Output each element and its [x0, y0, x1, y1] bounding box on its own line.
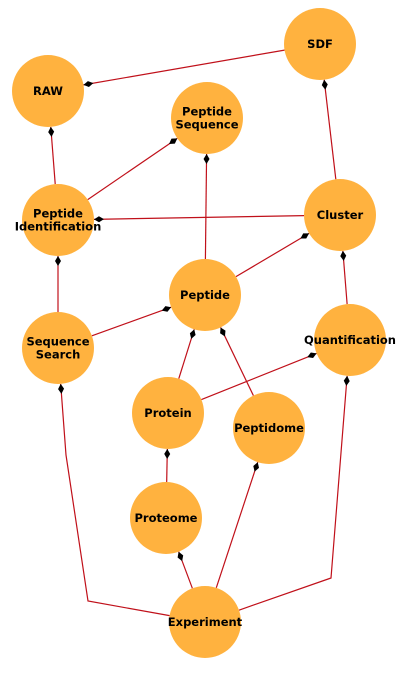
edge-raw-sdf	[83, 49, 285, 86]
node-label: SDF	[307, 37, 333, 51]
node-circle	[12, 55, 84, 127]
node-label: Identification	[15, 220, 102, 234]
diamond-arrowhead-icon	[203, 153, 210, 164]
diamond-arrowhead-icon	[343, 375, 350, 386]
node-cluster[interactable]: Cluster	[304, 179, 376, 251]
node-proteome[interactable]: Proteome	[130, 482, 202, 554]
node-circle	[130, 482, 202, 554]
diamond-arrowhead-icon	[189, 329, 196, 339]
node-circle	[171, 82, 243, 154]
node-sdf[interactable]: SDF	[284, 8, 356, 80]
diamond-arrowhead-icon	[300, 233, 310, 239]
edge-sequence-search-experiment	[60, 383, 170, 617]
node-label: Sequence	[175, 118, 238, 132]
diamond-arrowhead-icon	[83, 81, 94, 87]
diamond-arrowhead-icon	[58, 383, 65, 394]
diamond-arrowhead-icon	[48, 126, 55, 137]
edge-cluster-peptide	[235, 232, 310, 278]
node-circle	[284, 8, 356, 80]
node-label: RAW	[33, 84, 63, 98]
diamond-arrowhead-icon	[177, 551, 184, 562]
node-circle	[169, 259, 241, 331]
diamond-arrowhead-icon	[220, 327, 226, 337]
diamond-arrowhead-icon	[253, 462, 260, 472]
edge-peptidome-experiment	[215, 461, 259, 589]
node-experiment[interactable]: Experiment	[168, 586, 243, 658]
node-label: Quantification	[304, 333, 396, 347]
node-circle	[22, 312, 94, 384]
node-label: Peptidome	[234, 421, 304, 435]
node-peptidome[interactable]: Peptidome	[233, 392, 305, 464]
diamond-arrowhead-icon	[93, 216, 104, 223]
node-circle	[169, 586, 241, 658]
node-circle	[132, 377, 204, 449]
node-label: Peptide	[180, 288, 230, 302]
diamond-arrowhead-icon	[321, 79, 328, 90]
edge-quantification-protein	[201, 352, 317, 401]
node-quantification[interactable]: Quantification	[304, 304, 396, 376]
node-circle	[233, 392, 305, 464]
node-label: Peptide	[33, 207, 83, 221]
edge-peptide-sequence-peptide-identification	[87, 137, 178, 201]
diamond-arrowhead-icon	[307, 352, 317, 359]
edges	[48, 49, 350, 617]
nodes: SDFRAWPeptideSequencePeptideIdentificati…	[12, 8, 396, 658]
node-peptide[interactable]: Peptide	[169, 259, 241, 331]
node-circle	[314, 304, 386, 376]
diamond-arrowhead-icon	[164, 448, 171, 459]
node-protein[interactable]: Protein	[132, 377, 204, 449]
node-label: Experiment	[168, 615, 243, 629]
node-label: Sequence	[26, 335, 89, 349]
diamond-arrowhead-icon	[169, 138, 178, 144]
edge-peptide-identification-cluster	[93, 215, 305, 220]
node-label: Protein	[144, 406, 191, 420]
edge-peptide-peptidome	[220, 327, 254, 396]
diamond-arrowhead-icon	[161, 306, 172, 312]
edge-sdf-cluster	[323, 79, 337, 180]
node-circle	[304, 179, 376, 251]
edge-peptide-sequence-search	[91, 306, 172, 337]
node-raw[interactable]: RAW	[12, 55, 84, 127]
node-label: Peptide	[182, 105, 232, 119]
diamond-arrowhead-icon	[340, 250, 347, 261]
diamond-arrowhead-icon	[55, 256, 61, 266]
node-label: Cluster	[317, 208, 364, 222]
edge-quantification-experiment	[238, 375, 348, 611]
edge-peptide-sequence-peptide	[204, 153, 208, 260]
node-label: Proteome	[135, 511, 198, 525]
node-label: Search	[36, 348, 81, 362]
node-circle	[22, 184, 94, 256]
